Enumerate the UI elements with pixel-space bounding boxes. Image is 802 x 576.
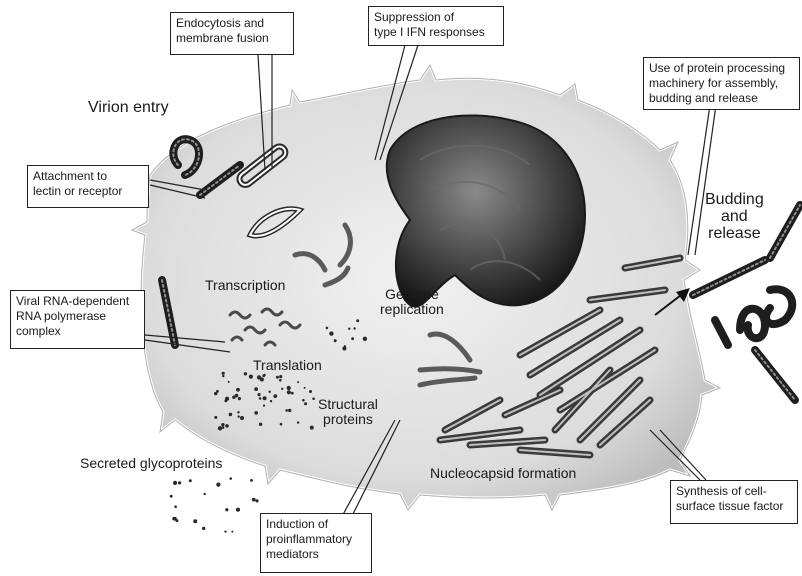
dot bbox=[288, 409, 291, 412]
dot bbox=[170, 495, 173, 498]
dot bbox=[228, 381, 230, 383]
callout-polymerase: Viral RNA-dependent RNA polymerase compl… bbox=[10, 290, 145, 349]
dot bbox=[287, 386, 291, 390]
dot bbox=[281, 388, 283, 390]
dot bbox=[279, 375, 282, 378]
dot bbox=[276, 376, 279, 379]
dot bbox=[222, 426, 225, 429]
dot bbox=[344, 345, 346, 347]
dot bbox=[235, 394, 239, 398]
dot bbox=[259, 423, 262, 426]
nucleocapsid-formation-label: Nucleocapsid formation bbox=[430, 465, 576, 482]
secreted-glycoproteins-label: Secreted glycoproteins bbox=[80, 455, 222, 472]
dot bbox=[310, 426, 314, 430]
budding-release-label: Budding and release bbox=[705, 192, 764, 242]
dot bbox=[252, 498, 256, 502]
dot bbox=[178, 481, 181, 484]
dot bbox=[329, 331, 333, 335]
dot bbox=[270, 400, 272, 402]
dot bbox=[173, 481, 177, 485]
dot bbox=[240, 416, 244, 420]
dot bbox=[287, 390, 291, 394]
dot bbox=[285, 409, 288, 412]
dot bbox=[312, 397, 315, 400]
dot bbox=[224, 399, 227, 402]
dot bbox=[221, 423, 224, 426]
dot bbox=[216, 483, 220, 487]
dot bbox=[279, 379, 282, 382]
dot bbox=[214, 392, 217, 395]
dot bbox=[237, 411, 239, 413]
dot bbox=[225, 424, 229, 428]
dot bbox=[174, 505, 177, 508]
callout-suppression: Suppression of type I IFN responses bbox=[368, 6, 504, 46]
dot bbox=[263, 396, 267, 400]
callout-protein-processing: Use of protein processing machinery for … bbox=[643, 57, 800, 110]
dot bbox=[231, 531, 233, 533]
dot bbox=[236, 508, 240, 512]
dot bbox=[326, 327, 329, 330]
structural-proteins-label: Structural proteins bbox=[318, 397, 378, 426]
dot bbox=[254, 387, 258, 391]
callout-proinflammatory: Induction of proinflammatory mediators bbox=[260, 513, 372, 573]
dot bbox=[262, 374, 265, 377]
dot bbox=[363, 337, 367, 341]
callout-attachment: Attachment to lectin or receptor bbox=[27, 165, 149, 208]
dot bbox=[304, 387, 306, 389]
dot bbox=[259, 397, 262, 400]
dot bbox=[238, 397, 241, 400]
dot bbox=[175, 519, 178, 522]
dot bbox=[218, 426, 222, 430]
secreted-dots bbox=[170, 477, 259, 533]
transcription-label: Transcription bbox=[205, 277, 285, 294]
dot bbox=[236, 388, 240, 392]
virion-entry-label: Virion entry bbox=[88, 98, 169, 117]
dot bbox=[351, 337, 354, 340]
dot bbox=[249, 375, 253, 379]
nucleus bbox=[387, 115, 585, 306]
dot bbox=[291, 392, 294, 395]
dot bbox=[280, 423, 283, 426]
dot bbox=[254, 411, 258, 415]
dot bbox=[309, 390, 312, 393]
dot bbox=[269, 391, 271, 393]
translation-label: Translation bbox=[253, 357, 322, 374]
dot bbox=[189, 479, 192, 482]
dot bbox=[297, 381, 299, 383]
dot bbox=[222, 375, 224, 377]
dot bbox=[273, 394, 277, 398]
dot bbox=[304, 402, 307, 405]
dot bbox=[255, 499, 258, 502]
callout-tissue-factor: Synthesis of cell- surface tissue factor bbox=[670, 480, 798, 524]
genome-replication-label: Genome replication bbox=[380, 287, 444, 316]
dot bbox=[297, 421, 299, 423]
dot bbox=[348, 328, 350, 330]
dot bbox=[260, 378, 264, 382]
dot bbox=[302, 399, 305, 402]
dot bbox=[238, 415, 240, 417]
dot bbox=[244, 372, 247, 375]
dot bbox=[172, 517, 176, 521]
dot bbox=[263, 405, 265, 407]
dot bbox=[222, 372, 225, 375]
dot bbox=[224, 531, 226, 533]
dot bbox=[229, 413, 233, 417]
dot bbox=[334, 339, 337, 342]
dot bbox=[250, 479, 253, 482]
dot bbox=[204, 493, 206, 495]
dot bbox=[257, 393, 260, 396]
dot bbox=[193, 519, 197, 523]
dot bbox=[225, 508, 228, 511]
dot bbox=[356, 319, 359, 322]
dot bbox=[353, 327, 355, 329]
dot bbox=[229, 477, 232, 480]
dot bbox=[214, 416, 217, 419]
dot bbox=[202, 527, 205, 530]
callout-endocytosis: Endocytosis and membrane fusion bbox=[170, 12, 294, 55]
